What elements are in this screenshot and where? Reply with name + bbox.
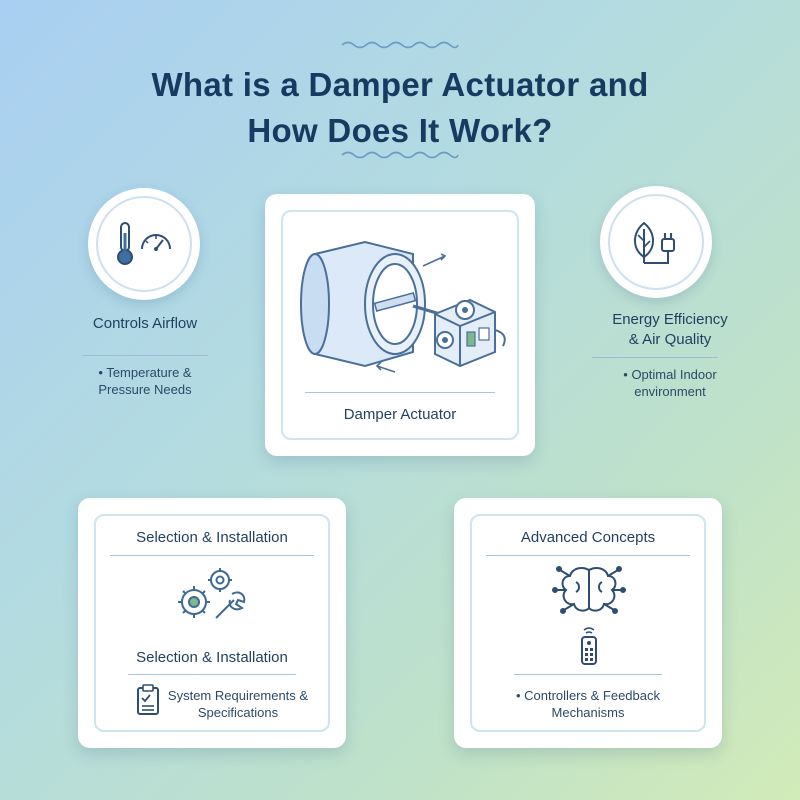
energy-title-line-1: Energy Efficiency — [612, 311, 728, 328]
requirements-line-2: Specifications — [197, 705, 279, 720]
gears-wrench-icon — [178, 568, 246, 619]
system-requirements-text: System Requirements & Specifications — [158, 687, 318, 721]
controllers-line-2: Mechanisms — [551, 705, 625, 720]
selection-installation-subheader: Selection & Installation — [136, 649, 288, 666]
advanced-concepts-card: Advanced Concepts • Controllers & Feedba… — [454, 498, 722, 748]
left-bullet: • Temperature & Pressure Needs — [60, 364, 230, 398]
requirements-line-1: System Requirements & — [167, 688, 309, 703]
bottom-right-divider — [486, 555, 690, 556]
card-frame — [94, 514, 330, 732]
title-line-1: What is a Damper Actuator and — [151, 66, 649, 103]
bottom-left-divider — [110, 555, 314, 556]
top-wave-decoration — [341, 41, 459, 49]
center-card-divider — [305, 392, 495, 393]
controllers-feedback-text: • Controllers & Feedback Mechanisms — [474, 687, 702, 721]
bottom-right-divider-2 — [514, 674, 662, 675]
bottom-left-divider-2 — [128, 674, 296, 675]
damper-actuator-card: Damper Actuator — [265, 194, 535, 456]
clipboard-check-icon — [137, 684, 159, 715]
left-bullet-line-1: • Temperature & — [98, 365, 192, 380]
energy-efficiency-icon-circle — [600, 186, 712, 298]
thermometer-gauge-icon — [117, 222, 171, 265]
card-frame — [281, 210, 519, 440]
controllers-line-1: • Controllers & Feedback — [515, 688, 660, 703]
remote-control-icon — [581, 627, 597, 665]
right-bullet-line-2: environment — [634, 384, 706, 399]
energy-title-line-2: & Air Quality — [628, 331, 712, 348]
brain-circuit-icon — [552, 566, 626, 614]
card-frame — [470, 514, 706, 732]
advanced-concepts-header: Advanced Concepts — [520, 529, 656, 546]
controls-airflow-title: Controls Airflow — [92, 315, 198, 332]
right-bullet: • Optimal Indoor environment — [570, 366, 770, 400]
damper-actuator-label: Damper Actuator — [343, 406, 457, 423]
page-title: What is a Damper Actuator and How Does I… — [0, 62, 800, 154]
controls-airflow-icon-circle — [88, 188, 200, 300]
leaf-plug-icon — [634, 221, 675, 264]
energy-efficiency-title: Energy Efficiency & Air Quality — [570, 310, 770, 350]
bottom-wave-decoration — [341, 151, 459, 159]
left-divider — [82, 355, 208, 356]
selection-installation-card: Selection & Installation Selection & Ins… — [78, 498, 346, 748]
right-bullet-line-1: • Optimal Indoor — [623, 367, 717, 382]
damper-actuator-illustration — [300, 240, 506, 373]
left-bullet-line-2: Pressure Needs — [98, 382, 192, 397]
title-line-2: How Does It Work? — [247, 112, 553, 149]
selection-installation-header: Selection & Installation — [136, 529, 288, 546]
right-divider — [592, 357, 718, 358]
